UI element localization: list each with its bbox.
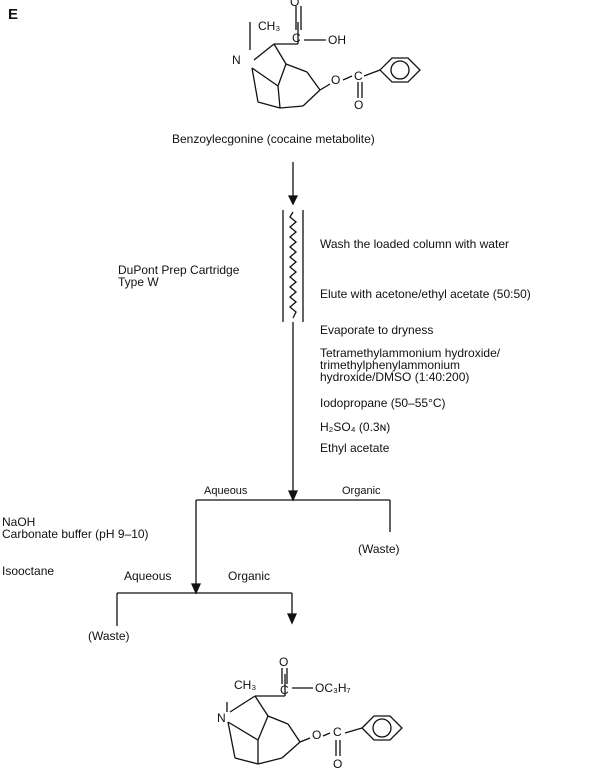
isooctane-reagent: Isooctane — [2, 564, 55, 578]
iodopropane-step: Iodopropane (50–55°C) — [320, 396, 446, 410]
split1-waste-label: (Waste) — [358, 542, 400, 556]
carbonate-buffer-reagent: Carbonate buffer (pH 9–10) — [2, 527, 149, 541]
bottom-carbonyl-o-label: O — [279, 655, 289, 669]
evaporate-step: Evaporate to dryness — [320, 323, 434, 337]
oh-label: OH — [328, 33, 346, 47]
reagent-line2: trimethylphenylammonium — [320, 358, 461, 372]
carbonyl-o-label: O — [290, 0, 300, 9]
carboxyl-c-label: C — [292, 31, 301, 45]
bottom-benzoyl-c-label: C — [333, 725, 342, 739]
split2-organic-label: Organic — [228, 569, 271, 583]
naoh-reagent: NaOH — [2, 515, 36, 529]
ethyl-acetate-step: Ethyl acetate — [320, 441, 390, 455]
nitrogen-label: N — [232, 53, 241, 67]
elute-step: Elute with acetone/ethyl acetate (50:50) — [320, 287, 531, 301]
propyl-ester-label: OC₃H₇ — [315, 681, 351, 695]
ester-o-label: O — [331, 73, 341, 87]
bottom-nitrogen-label: N — [217, 711, 226, 725]
propyl-ester-structure — [226, 668, 403, 765]
benzoyl-c-label: C — [354, 69, 363, 83]
benzoyl-o-label: O — [354, 98, 364, 112]
top-compound-name: Benzoylecgonine (cocaine metabolite) — [172, 132, 375, 146]
bottom-benzoyl-o-label: O — [333, 757, 343, 771]
bottom-ester-o-label: O — [312, 728, 322, 742]
cartridge-name-line2: Type W — [118, 275, 159, 289]
split1-organic-label: Organic — [342, 485, 381, 497]
cartridge-name-line1: DuPont Prep Cartridge — [118, 263, 240, 277]
split1-aqueous-label: Aqueous — [204, 485, 248, 497]
bottom-ch3-label: CH₃ — [234, 678, 257, 692]
h2so4-step: H₂SO₄ (0.3ɴ) — [320, 420, 391, 434]
split2-waste-label: (Waste) — [88, 629, 130, 643]
ch3-label: CH₃ — [258, 19, 281, 33]
benzoylecgonine-structure — [249, 6, 421, 109]
bottom-ester-c-label: C — [280, 683, 289, 697]
panel-letter: E — [8, 6, 19, 23]
reagent-line1: Tetramethylammonium hydroxide/ — [320, 346, 501, 360]
split2-aqueous-label: Aqueous — [124, 569, 172, 583]
wash-step: Wash the loaded column with water — [320, 237, 509, 251]
reagent-line3: hydroxide/DMSO (1:40:200) — [320, 370, 470, 384]
